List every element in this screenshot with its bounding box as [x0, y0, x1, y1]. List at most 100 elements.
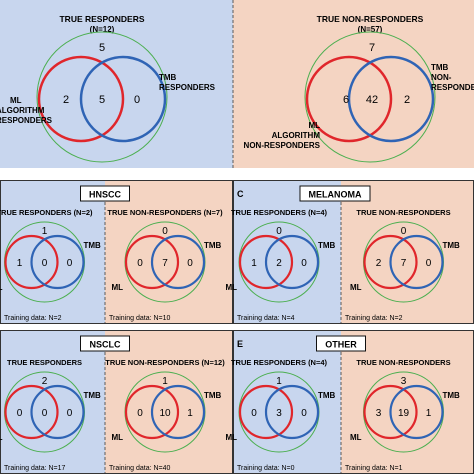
other-nonresp-ml-only-count: 3 — [376, 408, 382, 419]
nsclc-title-box — [80, 335, 130, 352]
hnscc-resp-venn: TRUE RESPONDERS (N=2)1100TMBMLTraining d… — [0, 208, 101, 322]
melanoma-panel-letter: C — [237, 189, 244, 199]
nsclc-nonresp-tmb-only-count: 1 — [187, 408, 193, 419]
top-responders-title: TRUE RESPONDERS — [59, 14, 144, 24]
other-nonresp-outer-count: 3 — [401, 376, 407, 387]
other-nonresponders-background — [341, 330, 474, 474]
other-nonresp-tmb-circle — [389, 384, 444, 440]
nsclc-resp-outer-count: 2 — [42, 376, 48, 387]
top-nonresponders-tmb-label-1: TMB — [431, 63, 449, 72]
nsclc-resp-tmb-label: TMB — [84, 391, 102, 400]
section-separator — [0, 168, 474, 180]
top-nonresponders-outer-count: 7 — [369, 42, 375, 54]
top-responders-both-count: 5 — [99, 94, 105, 106]
hnscc-resp-tmb-label: TMB — [84, 241, 102, 250]
nsclc-nonresp-outer-count: 1 — [162, 376, 168, 387]
top-nonresponders-ml-label-2: ALGORITHM — [272, 131, 321, 140]
top-nonresponders-total-circle — [304, 31, 436, 163]
melanoma-nonresp-tmb-label: TMB — [443, 241, 461, 250]
top-responders-ml-only-count: 2 — [63, 94, 69, 106]
other-resp-title: TRUE RESPONDERS (N=4) — [231, 358, 328, 367]
top-nonresponders-n: (N=57) — [358, 25, 383, 34]
melanoma-nonresp-both-count: 7 — [401, 258, 407, 269]
top-responders-total-circle — [36, 31, 168, 163]
melanoma-resp-outer-count: 0 — [276, 226, 282, 237]
hnscc-title: HNSCC — [89, 190, 122, 200]
top-responders-tmb-only-count: 0 — [134, 94, 140, 106]
melanoma-resp-title: TRUE RESPONDERS (N=4) — [231, 208, 328, 217]
melanoma-nonresp-tmb-circle — [389, 234, 444, 290]
nsclc-resp-ml-label: ML — [0, 433, 3, 442]
hnscc-nonresp-title: TRUE NON-RESPONDERS (N=7) — [107, 208, 223, 217]
nsclc-resp-title: TRUE RESPONDERS — [7, 358, 82, 367]
subpanels: HNSCC TRUE RESPONDERS (N=2)1100TMBMLTrain… — [0, 180, 474, 474]
nsclc-nonresp-title: TRUE NON-RESPONDERS (N=12) — [105, 358, 225, 367]
nsclc-resp-both-count: 0 — [42, 408, 48, 419]
melanoma-responders-background — [233, 180, 341, 324]
nsclc-nonresp-tmb-label: TMB — [204, 391, 222, 400]
other-nonresp-training-label: Training data: N=1 — [345, 465, 403, 472]
hnscc-nonresp-tmb-only-count: 0 — [187, 258, 193, 269]
melanoma-resp-ml-label: ML — [225, 283, 237, 292]
melanoma-resp-tmb-only-count: 0 — [301, 258, 307, 269]
hnscc-nonresp-tmb-circle — [150, 234, 206, 290]
other-resp-ml-circle — [238, 384, 294, 440]
panel-hnscc: HNSCC TRUE RESPONDERS (N=2)1100TMBMLTrain… — [0, 180, 233, 324]
melanoma-resp-tmb-label: TMB — [318, 241, 336, 250]
hnscc-nonresp-outer-count: 0 — [162, 226, 168, 237]
other-nonresp-ml-label: ML — [350, 433, 362, 442]
other-resp-outer-count: 1 — [276, 376, 282, 387]
other-nonresp-ml-circle — [363, 384, 418, 440]
top-responders-venn: TRUE RESPONDERS (N=12) 5 2 5 0 TMB RESPO… — [0, 14, 216, 163]
nsclc-title: NSCLC — [90, 340, 121, 350]
hnscc-title-box — [80, 185, 130, 202]
nsclc-resp-training-label: Training data: N=17 — [4, 465, 66, 472]
other-resp-ml-only-count: 0 — [251, 408, 257, 419]
hnscc-resp-ml-only-count: 1 — [17, 258, 23, 269]
melanoma-resp-tmb-circle — [264, 234, 320, 290]
hnscc-nonresp-ml-circle — [124, 234, 180, 290]
hnscc-nonresp-both-count: 7 — [162, 258, 168, 269]
melanoma-nonresp-ml-label: ML — [350, 283, 362, 292]
hnscc-resp-training-label: Training data: N=2 — [4, 315, 62, 322]
other-nonresp-tmb-label: TMB — [443, 391, 461, 400]
top-nonresponders-both-count: 42 — [366, 94, 378, 106]
other-resp-tmb-label: TMB — [318, 391, 336, 400]
top-nonresponders-tmb-circle — [347, 55, 435, 143]
top-nonresponders-tmb-label-3: RESPONDERS — [431, 83, 474, 92]
nsclc-nonresp-tmb-circle — [150, 384, 206, 440]
nsclc-resp-ml-only-count: 0 — [17, 408, 23, 419]
hnscc-nonresp-ml-label: ML — [111, 283, 123, 292]
nsclc-nonresponders-background — [105, 330, 233, 474]
hnscc-nonresp-training-label: Training data: N=10 — [109, 315, 171, 322]
top-responders-ml-label-2: ALGORITHM — [0, 106, 45, 115]
other-title: OTHER — [325, 340, 357, 350]
top-nonresponders-tmb-label-2: NON- — [431, 73, 452, 82]
melanoma-resp-both-count: 2 — [276, 258, 282, 269]
other-title-box — [316, 335, 366, 352]
melanoma-resp-ml-only-count: 1 — [251, 258, 257, 269]
other-nonresp-title: TRUE NON-RESPONDERS — [356, 358, 450, 367]
melanoma-nonresp-outer-count: 0 — [401, 226, 407, 237]
melanoma-title-box — [299, 185, 371, 202]
other-resp-training-label: Training data: N=0 — [237, 465, 295, 472]
top-responders-tmb-label-2: RESPONDERS — [159, 83, 216, 92]
melanoma-nonresp-title: TRUE NON-RESPONDERS — [356, 208, 450, 217]
top-nonresponders-ml-label-3: NON-RESPONDERS — [244, 141, 321, 150]
top-nonresponders-tmb-only-count: 2 — [404, 94, 410, 106]
hnscc-panel-frame — [0, 180, 233, 324]
top-responders-ml-label-3: RESPONDERS — [0, 116, 53, 125]
other-nonresp-tmb-only-count: 1 — [426, 408, 432, 419]
top-responders-tmb-label-1: TMB — [159, 73, 177, 82]
top-responders-n: (N=12) — [90, 25, 115, 34]
other-responders-background — [233, 330, 341, 474]
other-resp-tmb-circle — [264, 384, 320, 440]
nsclc-resp-ml-circle — [4, 384, 59, 440]
